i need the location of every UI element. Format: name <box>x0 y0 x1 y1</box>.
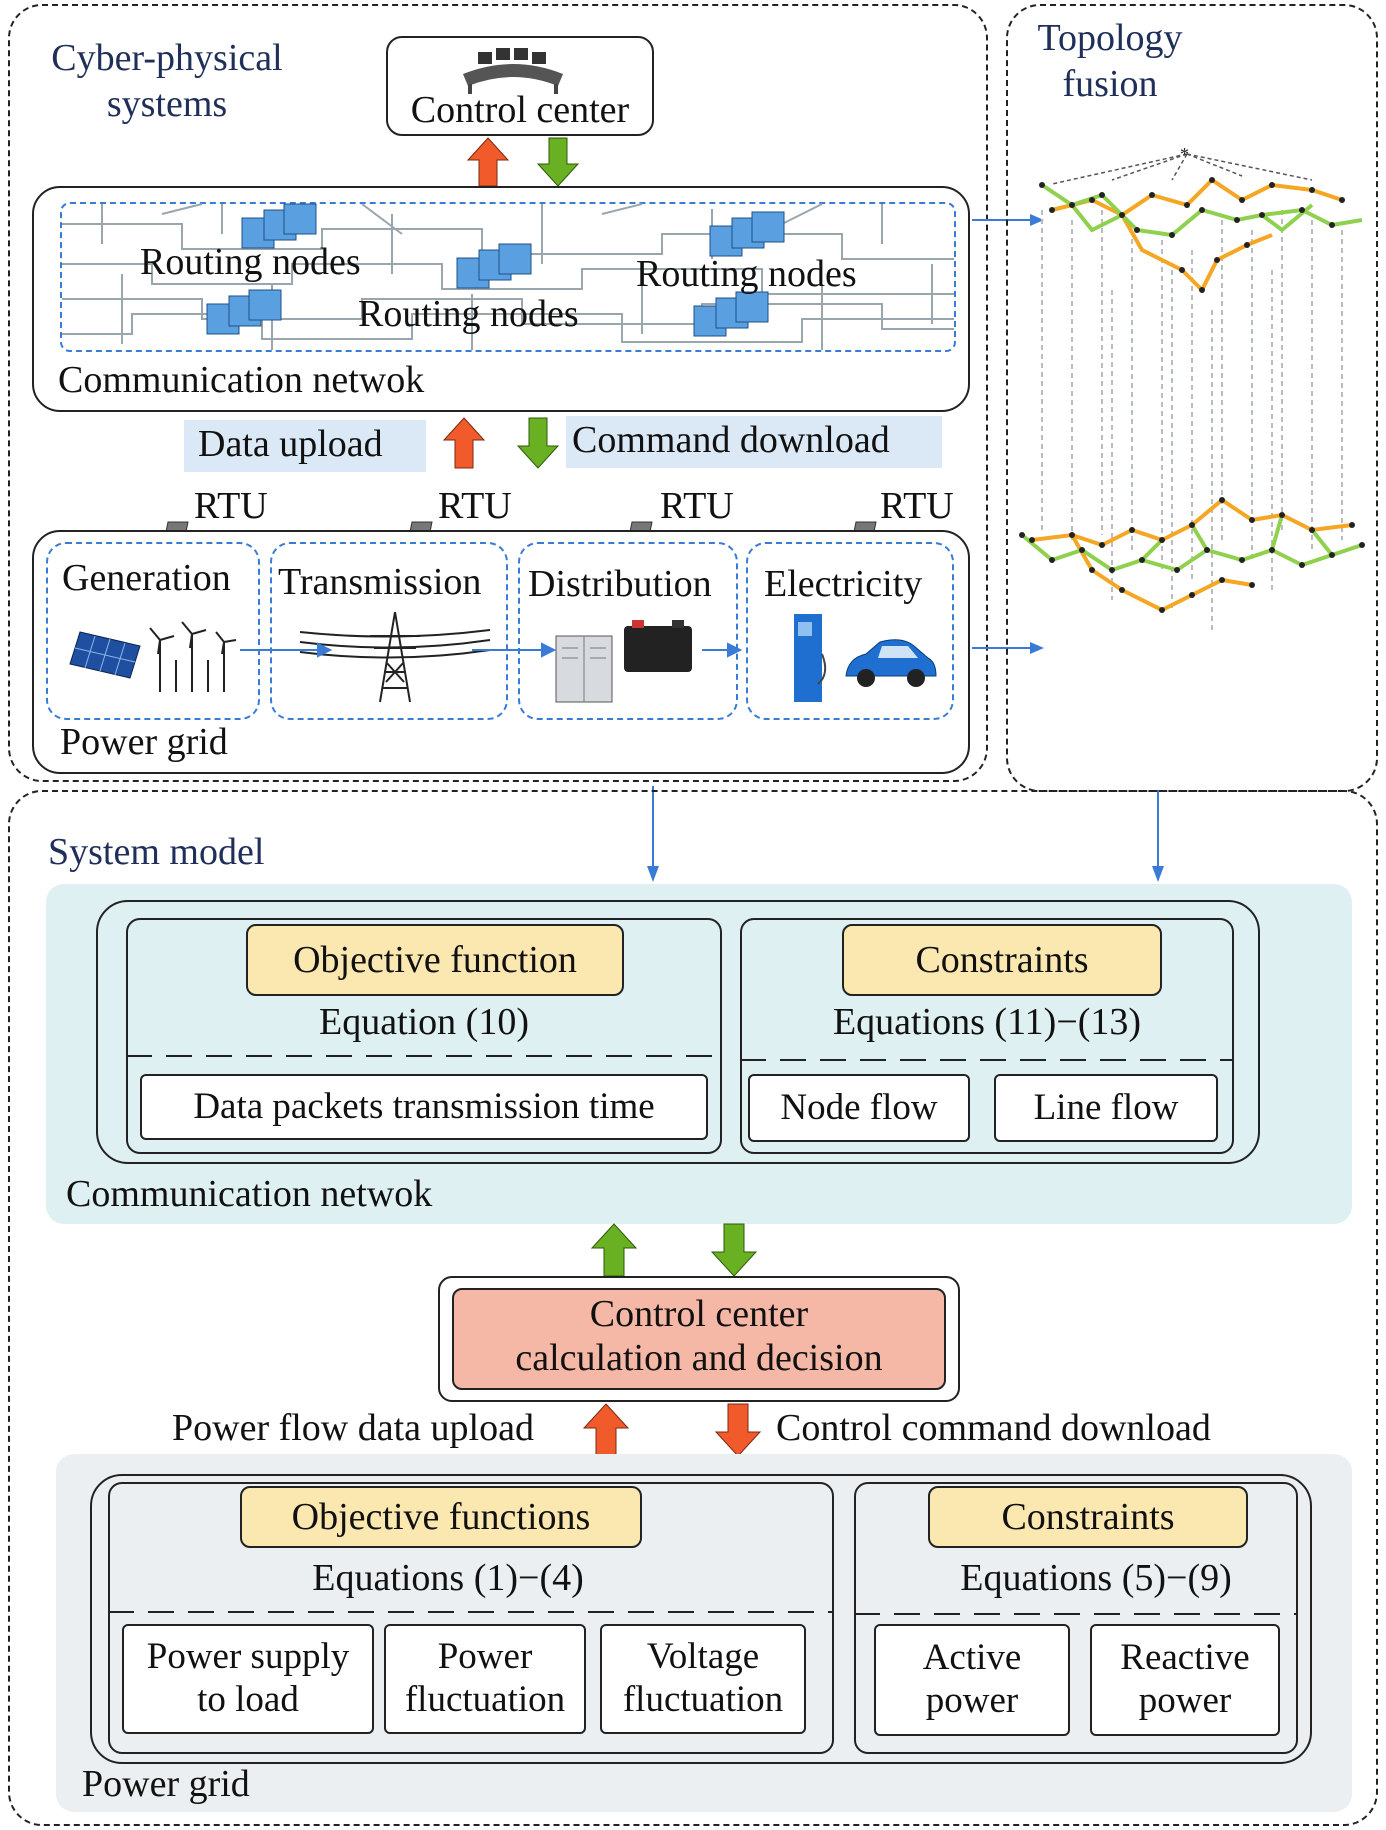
constraint-reactive-power-line2: power <box>1138 1680 1232 1721</box>
constraint-node-flow: Node flow <box>748 1074 970 1142</box>
topology-to-model-arrow <box>1152 790 1164 882</box>
rtu-label-2: RTU <box>438 485 512 527</box>
power-download-arrow <box>714 1403 762 1457</box>
stage-flow-arrows <box>240 642 743 658</box>
cps-to-model-arrow <box>647 786 659 882</box>
comm-upload-arrow <box>590 1223 638 1277</box>
control-decision-line2: calculation and decision <box>515 1337 883 1379</box>
wind-turbine-icon <box>149 621 237 692</box>
constraint-reactive-power-line1: Reactive <box>1120 1637 1250 1679</box>
server-icon-5 <box>693 291 769 337</box>
server-icon-2 <box>206 289 282 335</box>
objective-voltage-fluctuation-line1: Voltage <box>646 1636 760 1678</box>
command-download-label: Command download <box>572 419 890 461</box>
grid-objective-box <box>108 1482 834 1754</box>
cps-title: Cyber-physical systems <box>51 37 283 125</box>
upload-arrow-top <box>466 137 510 187</box>
rtu-label-1: RTU <box>194 485 268 527</box>
electric-car-icon <box>845 639 937 687</box>
objective-voltage-fluctuation: Voltage fluctuation <box>600 1624 806 1734</box>
server-icon-4 <box>709 211 785 257</box>
grid-model-label: Power grid <box>82 1763 250 1805</box>
charging-station-icon <box>794 614 827 702</box>
grid-constraints-box <box>854 1482 1298 1754</box>
comm-objective-item: Data packets transmission time <box>140 1074 708 1140</box>
solar-panel-icon <box>69 631 141 679</box>
stage-distribution <box>518 542 738 720</box>
topology-title: Topology fusion <box>1037 17 1183 105</box>
grid-constraints-divider <box>854 1613 1298 1615</box>
rtu-label-4: RTU <box>880 485 954 527</box>
server-icon-1 <box>241 203 317 249</box>
stage-generation <box>46 542 260 720</box>
download-arrow-top <box>536 137 580 187</box>
server-icon-3 <box>456 243 532 289</box>
routing-label-2: Routing nodes <box>358 293 579 335</box>
grid-objective-divider <box>108 1611 834 1613</box>
stage-label-electricity: Electricity <box>764 563 923 605</box>
objective-power-fluctuation: Power fluctuation <box>384 1624 586 1734</box>
stage-label-generation: Generation <box>62 557 231 599</box>
objective-power-supply-line2: to load <box>197 1679 299 1720</box>
comm-download-arrow <box>710 1223 758 1277</box>
grid-model-outer-box <box>90 1474 1312 1764</box>
comm-objective-box <box>126 918 722 1154</box>
command-download-bg <box>566 416 942 468</box>
constraint-active-power-line1: Active <box>922 1637 1022 1679</box>
comm-constraints-label: Constraints <box>842 924 1162 996</box>
comm-objective-divider <box>126 1055 722 1057</box>
system-model-title: System model <box>48 831 265 873</box>
control-decision-box <box>452 1288 946 1390</box>
constraint-reactive-power: Reactive power <box>1090 1624 1280 1736</box>
objective-power-supply-line1: Power supply <box>146 1636 350 1678</box>
data-upload-label: Data upload <box>198 423 383 465</box>
grid-to-topology-arrow <box>972 642 1044 654</box>
control-command-download-label: Control command download <box>776 1407 1211 1449</box>
objective-power-supply: Power supply to load <box>122 1624 374 1734</box>
grid-constraints-equation: Equations (5)−(9) <box>960 1557 1232 1599</box>
system-model-frame <box>8 790 1378 1826</box>
routing-area <box>60 202 956 352</box>
battery-icon <box>624 620 692 672</box>
comm-to-topology-arrow <box>972 214 1044 226</box>
power-grid-label: Power grid <box>60 721 228 763</box>
constraint-active-power-line2: power <box>925 1680 1019 1721</box>
routing-label-1: Routing nodes <box>140 241 361 283</box>
comm-model-label: Communication netwok <box>66 1173 433 1215</box>
comm-objective-label: Objective function <box>246 924 624 996</box>
control-center-label: Control center <box>410 89 630 131</box>
comm-network-label: Communication netwok <box>58 359 425 401</box>
control-center-desk-icon <box>463 48 563 94</box>
upload-arrow-mid <box>442 417 486 469</box>
routing-label-3: Routing nodes <box>636 253 857 295</box>
constraint-line-flow: Line flow <box>994 1074 1218 1142</box>
objective-power-fluctuation-line2: fluctuation <box>404 1679 566 1720</box>
objective-voltage-fluctuation-line2: fluctuation <box>622 1679 784 1720</box>
objective-power-fluctuation-line1: Power <box>437 1636 533 1678</box>
comm-model-outer-box <box>96 900 1260 1164</box>
download-arrow-mid <box>516 417 560 469</box>
comm-constraints-divider <box>740 1059 1234 1061</box>
cps-frame <box>8 4 988 782</box>
stage-electricity <box>746 542 954 720</box>
rtu-label-3: RTU <box>660 485 734 527</box>
comm-objective-equation: Equation (10) <box>318 1001 529 1043</box>
power-upload-arrow <box>582 1403 630 1457</box>
comm-constraints-box <box>740 918 1234 1154</box>
topology-graph: * <box>1019 144 1365 630</box>
circuit-traces <box>62 203 954 350</box>
comm-constraints-equation: Equations (11)−(13) <box>832 1001 1142 1043</box>
data-upload-bg <box>184 420 426 472</box>
stage-transmission <box>270 542 508 720</box>
grid-objective-label: Objective functions <box>240 1486 642 1548</box>
power-flow-upload-label: Power flow data upload <box>172 1407 534 1449</box>
grid-constraints-label: Constraints <box>928 1486 1248 1548</box>
stage-label-distribution: Distribution <box>528 563 712 605</box>
distribution-cabinet-icon <box>555 635 613 703</box>
svg-text:*: * <box>1180 144 1189 164</box>
grid-objective-equation: Equations (1)−(4) <box>312 1557 584 1599</box>
constraint-active-power: Active power <box>874 1624 1070 1736</box>
stage-label-transmission: Transmission <box>278 561 482 603</box>
control-decision-line1: Control center <box>589 1293 809 1335</box>
